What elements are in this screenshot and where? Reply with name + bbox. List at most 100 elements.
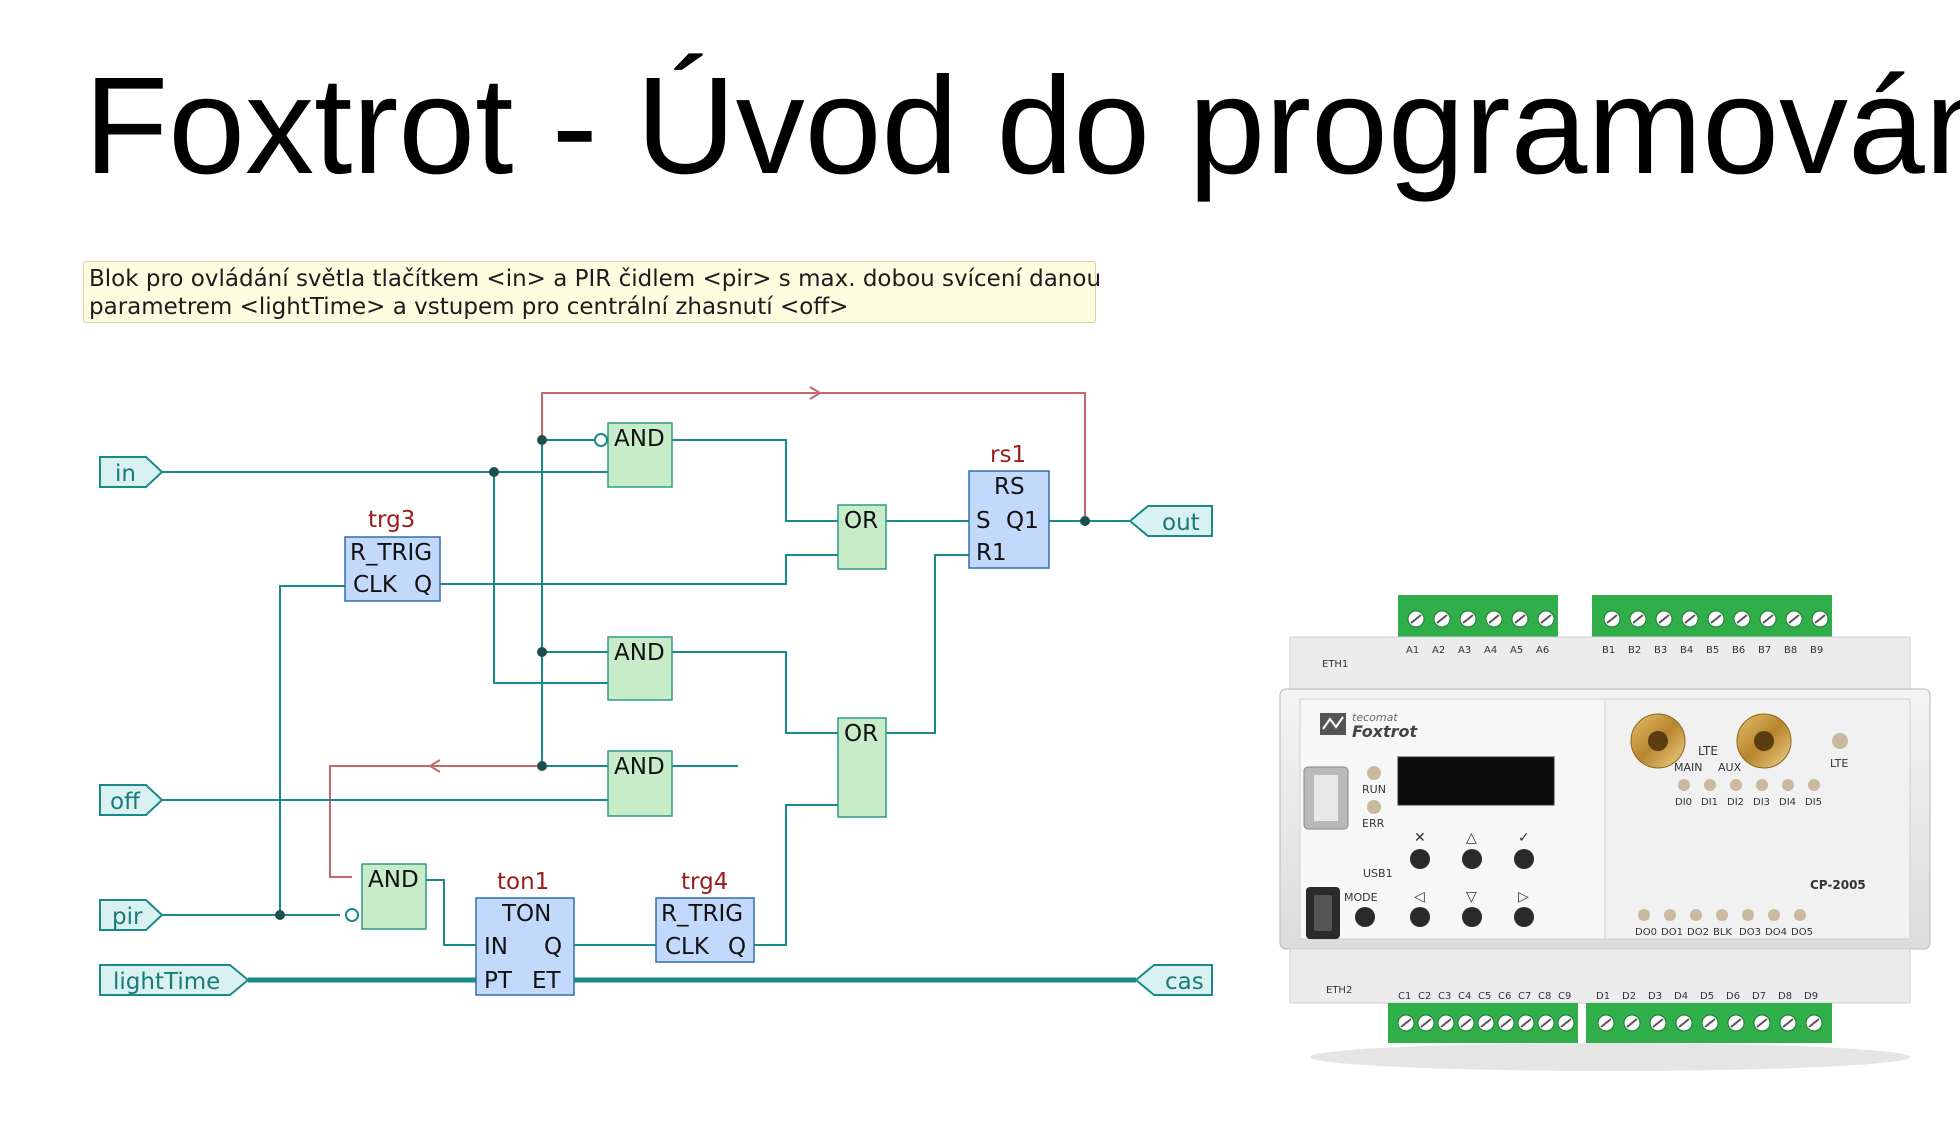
and-gate-4-label: AND xyxy=(368,867,419,893)
signal-wires xyxy=(162,439,1136,983)
terminal-d9: D9 xyxy=(1804,991,1818,1002)
terminal-c2: C2 xyxy=(1418,991,1431,1002)
led-do2-label: DO2 xyxy=(1687,927,1709,938)
terminal-b3: B3 xyxy=(1654,645,1667,656)
or-gate-1-label: OR xyxy=(844,508,878,534)
block-ton1-type: TON xyxy=(501,901,551,927)
terminal-b1: B1 xyxy=(1602,645,1615,656)
and-gate-2: AND xyxy=(607,636,673,701)
and-gate-2-label: AND xyxy=(614,640,665,666)
block-trg4-type: R_TRIG xyxy=(661,901,743,927)
led-di1 xyxy=(1704,779,1716,791)
antenna-label: LTE xyxy=(1698,744,1718,758)
block-ton1-input-pt: PT xyxy=(484,968,513,994)
or-gate-1: OR xyxy=(837,504,887,570)
block-trg3-name: trg3 xyxy=(368,507,415,533)
terminal-c9: C9 xyxy=(1558,991,1571,1002)
input-port-off-label: off xyxy=(110,789,141,815)
output-port-cas-label: cas xyxy=(1165,969,1204,995)
terminal-d3: D3 xyxy=(1648,991,1662,1002)
block-trg3-output: Q xyxy=(414,572,432,598)
terminal-a1: A1 xyxy=(1406,645,1419,656)
usb-label: USB1 xyxy=(1363,867,1393,880)
led-di3 xyxy=(1756,779,1768,791)
led-di0 xyxy=(1678,779,1690,791)
block-trg4-output: Q xyxy=(728,934,746,960)
svg-text:▽: ▽ xyxy=(1466,889,1477,905)
and-gate-3: AND xyxy=(607,750,673,817)
keypad: ✕ △ ✓ MODE ◁ ▽ ▷ xyxy=(1344,830,1534,927)
mode-button-label: MODE xyxy=(1344,891,1378,904)
terminal-d6: D6 xyxy=(1726,991,1740,1002)
output-port-cas: cas xyxy=(1134,964,1213,996)
port-eth1-label: ETH1 xyxy=(1322,659,1348,670)
block-rs1-output: Q1 xyxy=(1006,508,1039,534)
terminal-c3: C3 xyxy=(1438,991,1451,1002)
terminal-b7: B7 xyxy=(1758,645,1771,656)
block-rs1-input-s: S xyxy=(976,508,991,534)
led-do0-label: DO0 xyxy=(1635,927,1657,938)
terminal-a3: A3 xyxy=(1458,645,1471,656)
terminal-d7: D7 xyxy=(1752,991,1766,1002)
led-di2-label: DI2 xyxy=(1727,797,1744,808)
led-do3-label: DO3 xyxy=(1739,927,1761,938)
device-maker: tecomat xyxy=(1352,711,1398,724)
device-logo: tecomat Foxtrot xyxy=(1320,711,1419,741)
block-ton1-name: ton1 xyxy=(497,869,549,895)
port-eth2-label: ETH2 xyxy=(1326,985,1352,996)
antenna-main-label: MAIN xyxy=(1674,761,1703,774)
led-do1-label: DO1 xyxy=(1661,927,1683,938)
block-trg3-type: R_TRIG xyxy=(350,540,432,566)
led-lte-label: LTE xyxy=(1830,757,1848,770)
device-brand: Foxtrot xyxy=(1352,722,1419,741)
svg-text:✕: ✕ xyxy=(1414,830,1426,846)
led-di4 xyxy=(1782,779,1794,791)
terminal-c5: C5 xyxy=(1478,991,1491,1002)
svg-text:◁: ◁ xyxy=(1414,889,1425,905)
input-port-in: in xyxy=(99,456,164,488)
led-do2 xyxy=(1690,909,1702,921)
led-di1-label: DI1 xyxy=(1701,797,1718,808)
terminal-c6: C6 xyxy=(1498,991,1511,1002)
output-port-out: out xyxy=(1128,505,1213,537)
terminal-d5: D5 xyxy=(1700,991,1714,1002)
and-gate-4: AND xyxy=(345,863,427,930)
and-gate-1: AND xyxy=(594,422,673,488)
terminal-b4: B4 xyxy=(1680,645,1693,656)
block-rs1-type: RS xyxy=(994,474,1025,500)
bottom-terminal-blocks xyxy=(1388,1003,1832,1043)
comment-line-1: Blok pro ovládání světla tlačítkem <in> … xyxy=(89,266,1102,292)
terminal-d2: D2 xyxy=(1622,991,1636,1002)
or-gate-2-label: OR xyxy=(844,721,878,747)
block-trg3-input: CLK xyxy=(353,572,398,598)
block-trg3: trg3 R_TRIG CLK Q xyxy=(344,507,441,602)
svg-text:△: △ xyxy=(1466,830,1477,846)
and-gate-3-label: AND xyxy=(614,754,665,780)
terminal-a4: A4 xyxy=(1484,645,1497,656)
terminal-b9: B9 xyxy=(1810,645,1823,656)
led-di4-label: DI4 xyxy=(1779,797,1796,808)
led-blk xyxy=(1716,909,1728,921)
svg-text:✓: ✓ xyxy=(1518,830,1530,846)
led-do4 xyxy=(1768,909,1780,921)
and-gate-1-label: AND xyxy=(614,426,665,452)
led-do3 xyxy=(1742,909,1754,921)
input-port-lighttime-label: lightTime xyxy=(113,969,220,995)
terminal-d1: D1 xyxy=(1596,991,1610,1002)
block-trg4-input: CLK xyxy=(665,934,710,960)
terminal-b5: B5 xyxy=(1706,645,1719,656)
junction-dots xyxy=(275,435,1090,920)
input-port-in-label: in xyxy=(115,461,136,487)
terminal-c8: C8 xyxy=(1538,991,1551,1002)
led-do4-label: DO4 xyxy=(1765,927,1787,938)
block-ton1-output-et: ET xyxy=(532,968,562,994)
terminal-c7: C7 xyxy=(1518,991,1531,1002)
svg-text:▷: ▷ xyxy=(1518,889,1529,905)
terminal-a6: A6 xyxy=(1536,645,1549,656)
terminal-d4: D4 xyxy=(1674,991,1688,1002)
device-model: CP-2005 xyxy=(1810,878,1866,892)
terminal-b6: B6 xyxy=(1732,645,1745,656)
block-trg4: trg4 R_TRIG CLK Q xyxy=(655,869,755,963)
